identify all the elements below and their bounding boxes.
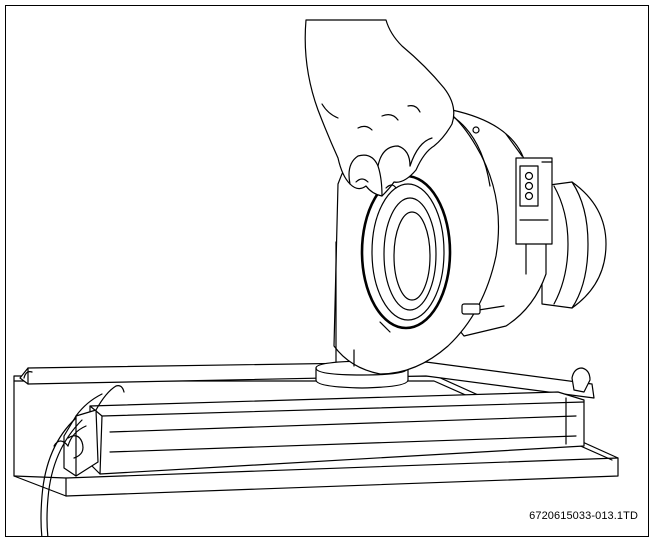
fan-motor <box>541 181 607 309</box>
retaining-lug <box>571 367 591 393</box>
hand <box>304 19 455 197</box>
figure-reference-code: 6720615033-013.1TD <box>529 510 638 522</box>
inlet-opening <box>371 183 445 321</box>
figure-frame: 6720615033-013.1TD <box>5 5 649 537</box>
technical-illustration <box>13 19 619 536</box>
electrical-connector <box>515 157 553 245</box>
cable <box>40 417 87 536</box>
clip <box>53 385 125 477</box>
